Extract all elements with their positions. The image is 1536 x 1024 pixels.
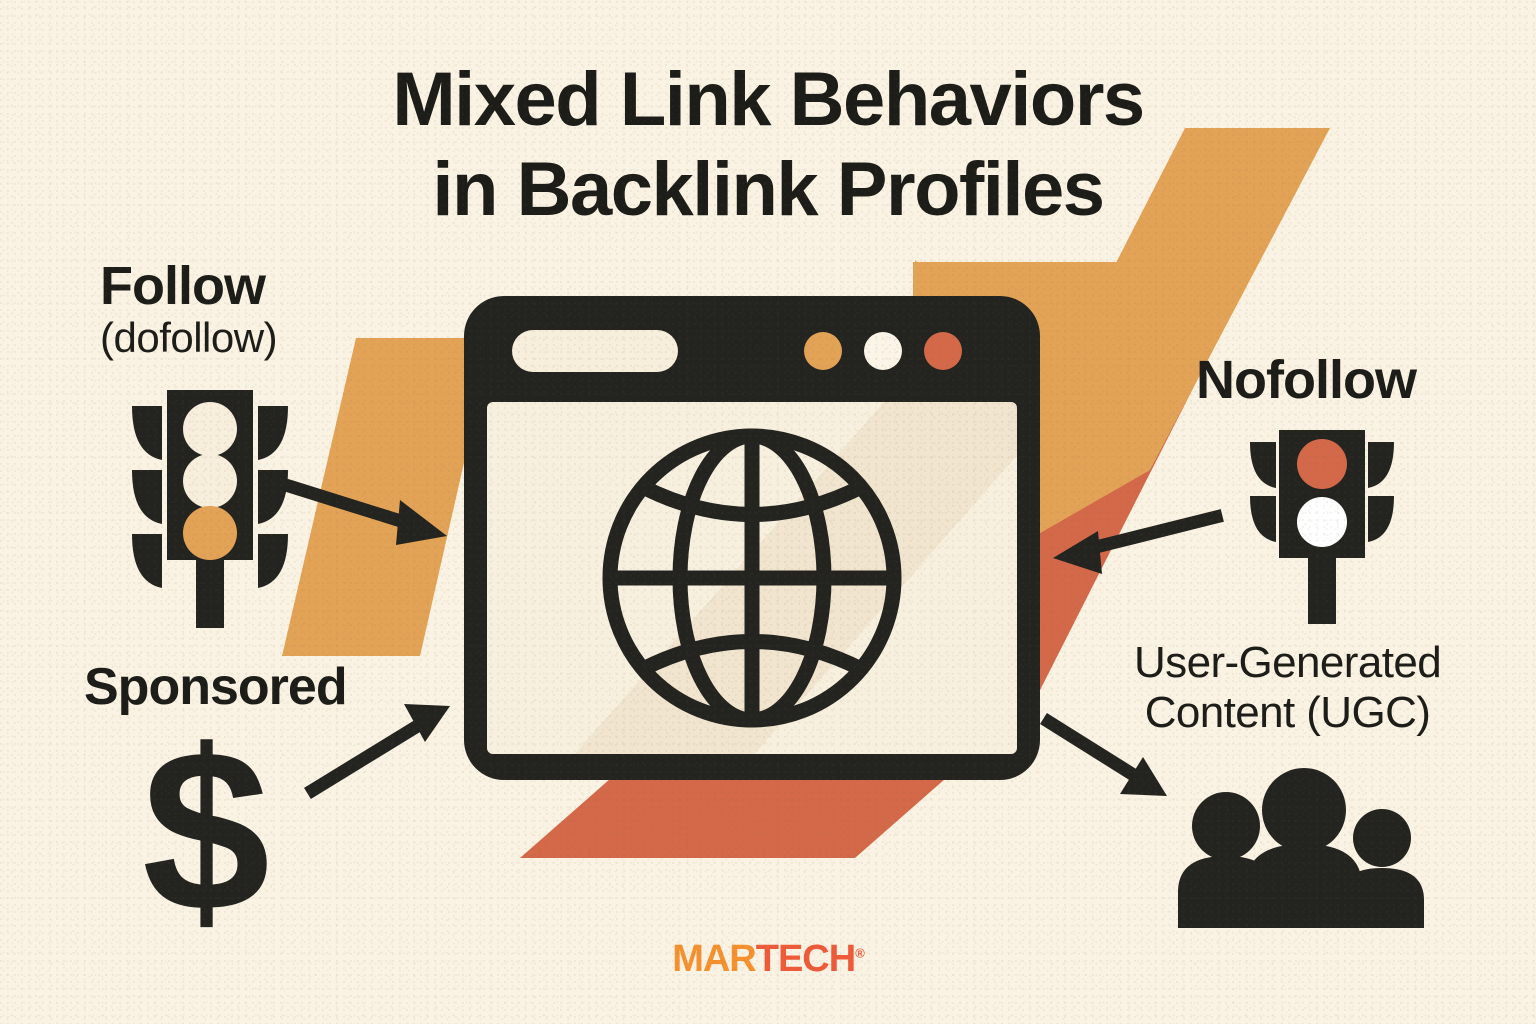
people-group-icon (1178, 768, 1424, 928)
label-follow-secondary: (dofollow) (100, 314, 278, 362)
label-ugc: User-Generated Content (UGC) (1134, 638, 1442, 737)
label-ugc-line-2: Content (UGC) (1144, 687, 1431, 737)
traffic-lamp-top (183, 402, 237, 456)
label-follow-primary: Follow (100, 256, 266, 316)
title-line-1: Mixed Link Behaviors (392, 57, 1145, 142)
logo-part-tech: TECH (755, 938, 856, 980)
arrow-sponsored-to-site (304, 704, 450, 799)
globe-icon (602, 428, 902, 728)
label-ugc-line-1: User-Generated (1134, 638, 1442, 687)
logo-registered-mark: ® (855, 945, 865, 961)
traffic-light-icon (1250, 430, 1394, 624)
arrow-nofollow-to-site (1053, 509, 1224, 574)
arrow-site-to-ugc (1040, 713, 1167, 796)
browser-window-mockup[interactable] (464, 296, 1040, 780)
window-dot-cream (864, 332, 902, 370)
label-sponsored: Sponsored (84, 658, 348, 716)
martech-logo: MARTECH® (0, 938, 1536, 981)
traffic-lamp-top (1297, 439, 1347, 489)
window-dot-red (924, 332, 962, 370)
label-nofollow: Nofollow (1196, 350, 1417, 410)
logo-part-mar: MAR (672, 938, 757, 980)
person-center (1246, 768, 1362, 928)
traffic-light-icon (132, 390, 288, 628)
dollar-sign-icon: $ (142, 728, 270, 928)
traffic-lamp-middle (183, 454, 237, 508)
url-bar (512, 330, 678, 372)
window-dot-amber (804, 332, 842, 370)
page-title: Mixed Link Behaviors in Backlink Profile… (0, 62, 1536, 228)
label-follow: Follow (dofollow) (100, 256, 278, 362)
title-line-2: in Backlink Profiles (432, 147, 1105, 232)
traffic-lamp-bottom (1297, 497, 1347, 547)
traffic-lamp-bottom (183, 506, 237, 560)
arrow-follow-to-site (283, 478, 447, 545)
svg-text:$: $ (142, 728, 270, 928)
